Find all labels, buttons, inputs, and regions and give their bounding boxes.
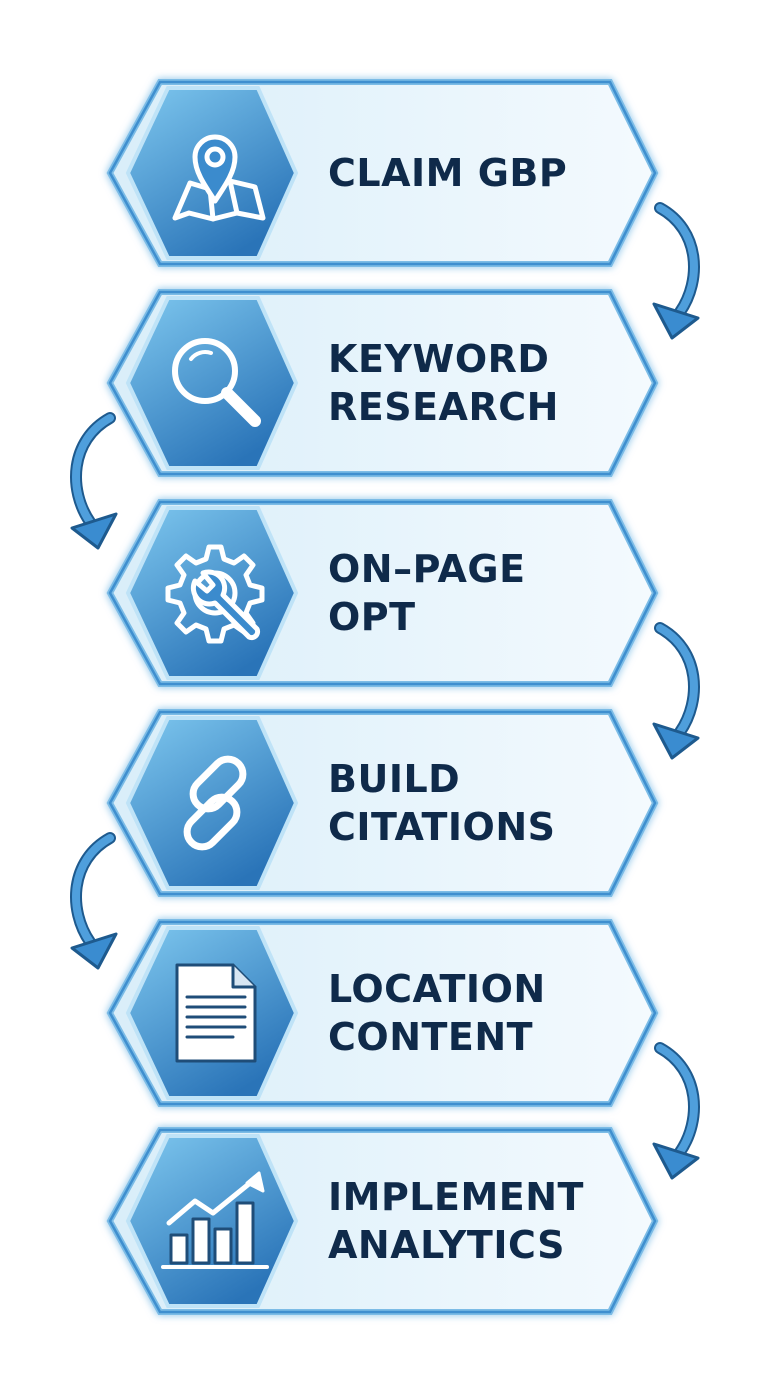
arrow-down-right-icon xyxy=(640,200,720,340)
step-label-line: CONTENT xyxy=(328,1015,534,1059)
step-label-line: CLAIM GBP xyxy=(328,151,568,195)
step-label-line: BUILD xyxy=(328,757,461,801)
step-label-line: ON–PAGE xyxy=(328,547,526,591)
arrow-down-left-icon xyxy=(50,410,130,550)
step-label: KEYWORD RESEARCH xyxy=(328,288,658,478)
map-pin-icon xyxy=(172,134,266,222)
magnifying-glass-icon xyxy=(172,338,261,427)
step-label-line: OPT xyxy=(328,595,416,639)
arrow-down-right-icon xyxy=(640,1040,720,1180)
step-location-content: LOCATION CONTENT xyxy=(100,918,660,1108)
step-label: LOCATION CONTENT xyxy=(328,918,658,1108)
chain-link-icon xyxy=(183,755,247,851)
arrow-down-right-icon xyxy=(640,620,720,760)
step-label: CLAIM GBP xyxy=(328,78,658,268)
step-build-citations: BUILD CITATIONS xyxy=(100,708,660,898)
arrow-down-left-icon xyxy=(50,830,130,970)
document-icon xyxy=(175,963,257,1063)
step-label: BUILD CITATIONS xyxy=(328,708,658,898)
step-label-line: IMPLEMENT xyxy=(328,1175,584,1219)
step-label-line: CITATIONS xyxy=(328,805,556,849)
step-keyword-research: KEYWORD RESEARCH xyxy=(100,288,660,478)
step-implement-analytics: IMPLEMENT ANALYTICS xyxy=(100,1126,660,1316)
bar-chart-growth-icon xyxy=(161,1171,269,1269)
step-label: ON–PAGE OPT xyxy=(328,498,658,688)
gear-wrench-icon xyxy=(165,544,265,644)
step-claim-gbp: CLAIM GBP xyxy=(100,78,660,268)
step-on-page-opt: ON–PAGE OPT xyxy=(100,498,660,688)
step-label-line: RESEARCH xyxy=(328,385,559,429)
step-label-line: KEYWORD xyxy=(328,337,550,381)
step-label-line: ANALYTICS xyxy=(328,1223,565,1267)
step-label: IMPLEMENT ANALYTICS xyxy=(328,1126,658,1316)
step-label-line: LOCATION xyxy=(328,967,546,1011)
